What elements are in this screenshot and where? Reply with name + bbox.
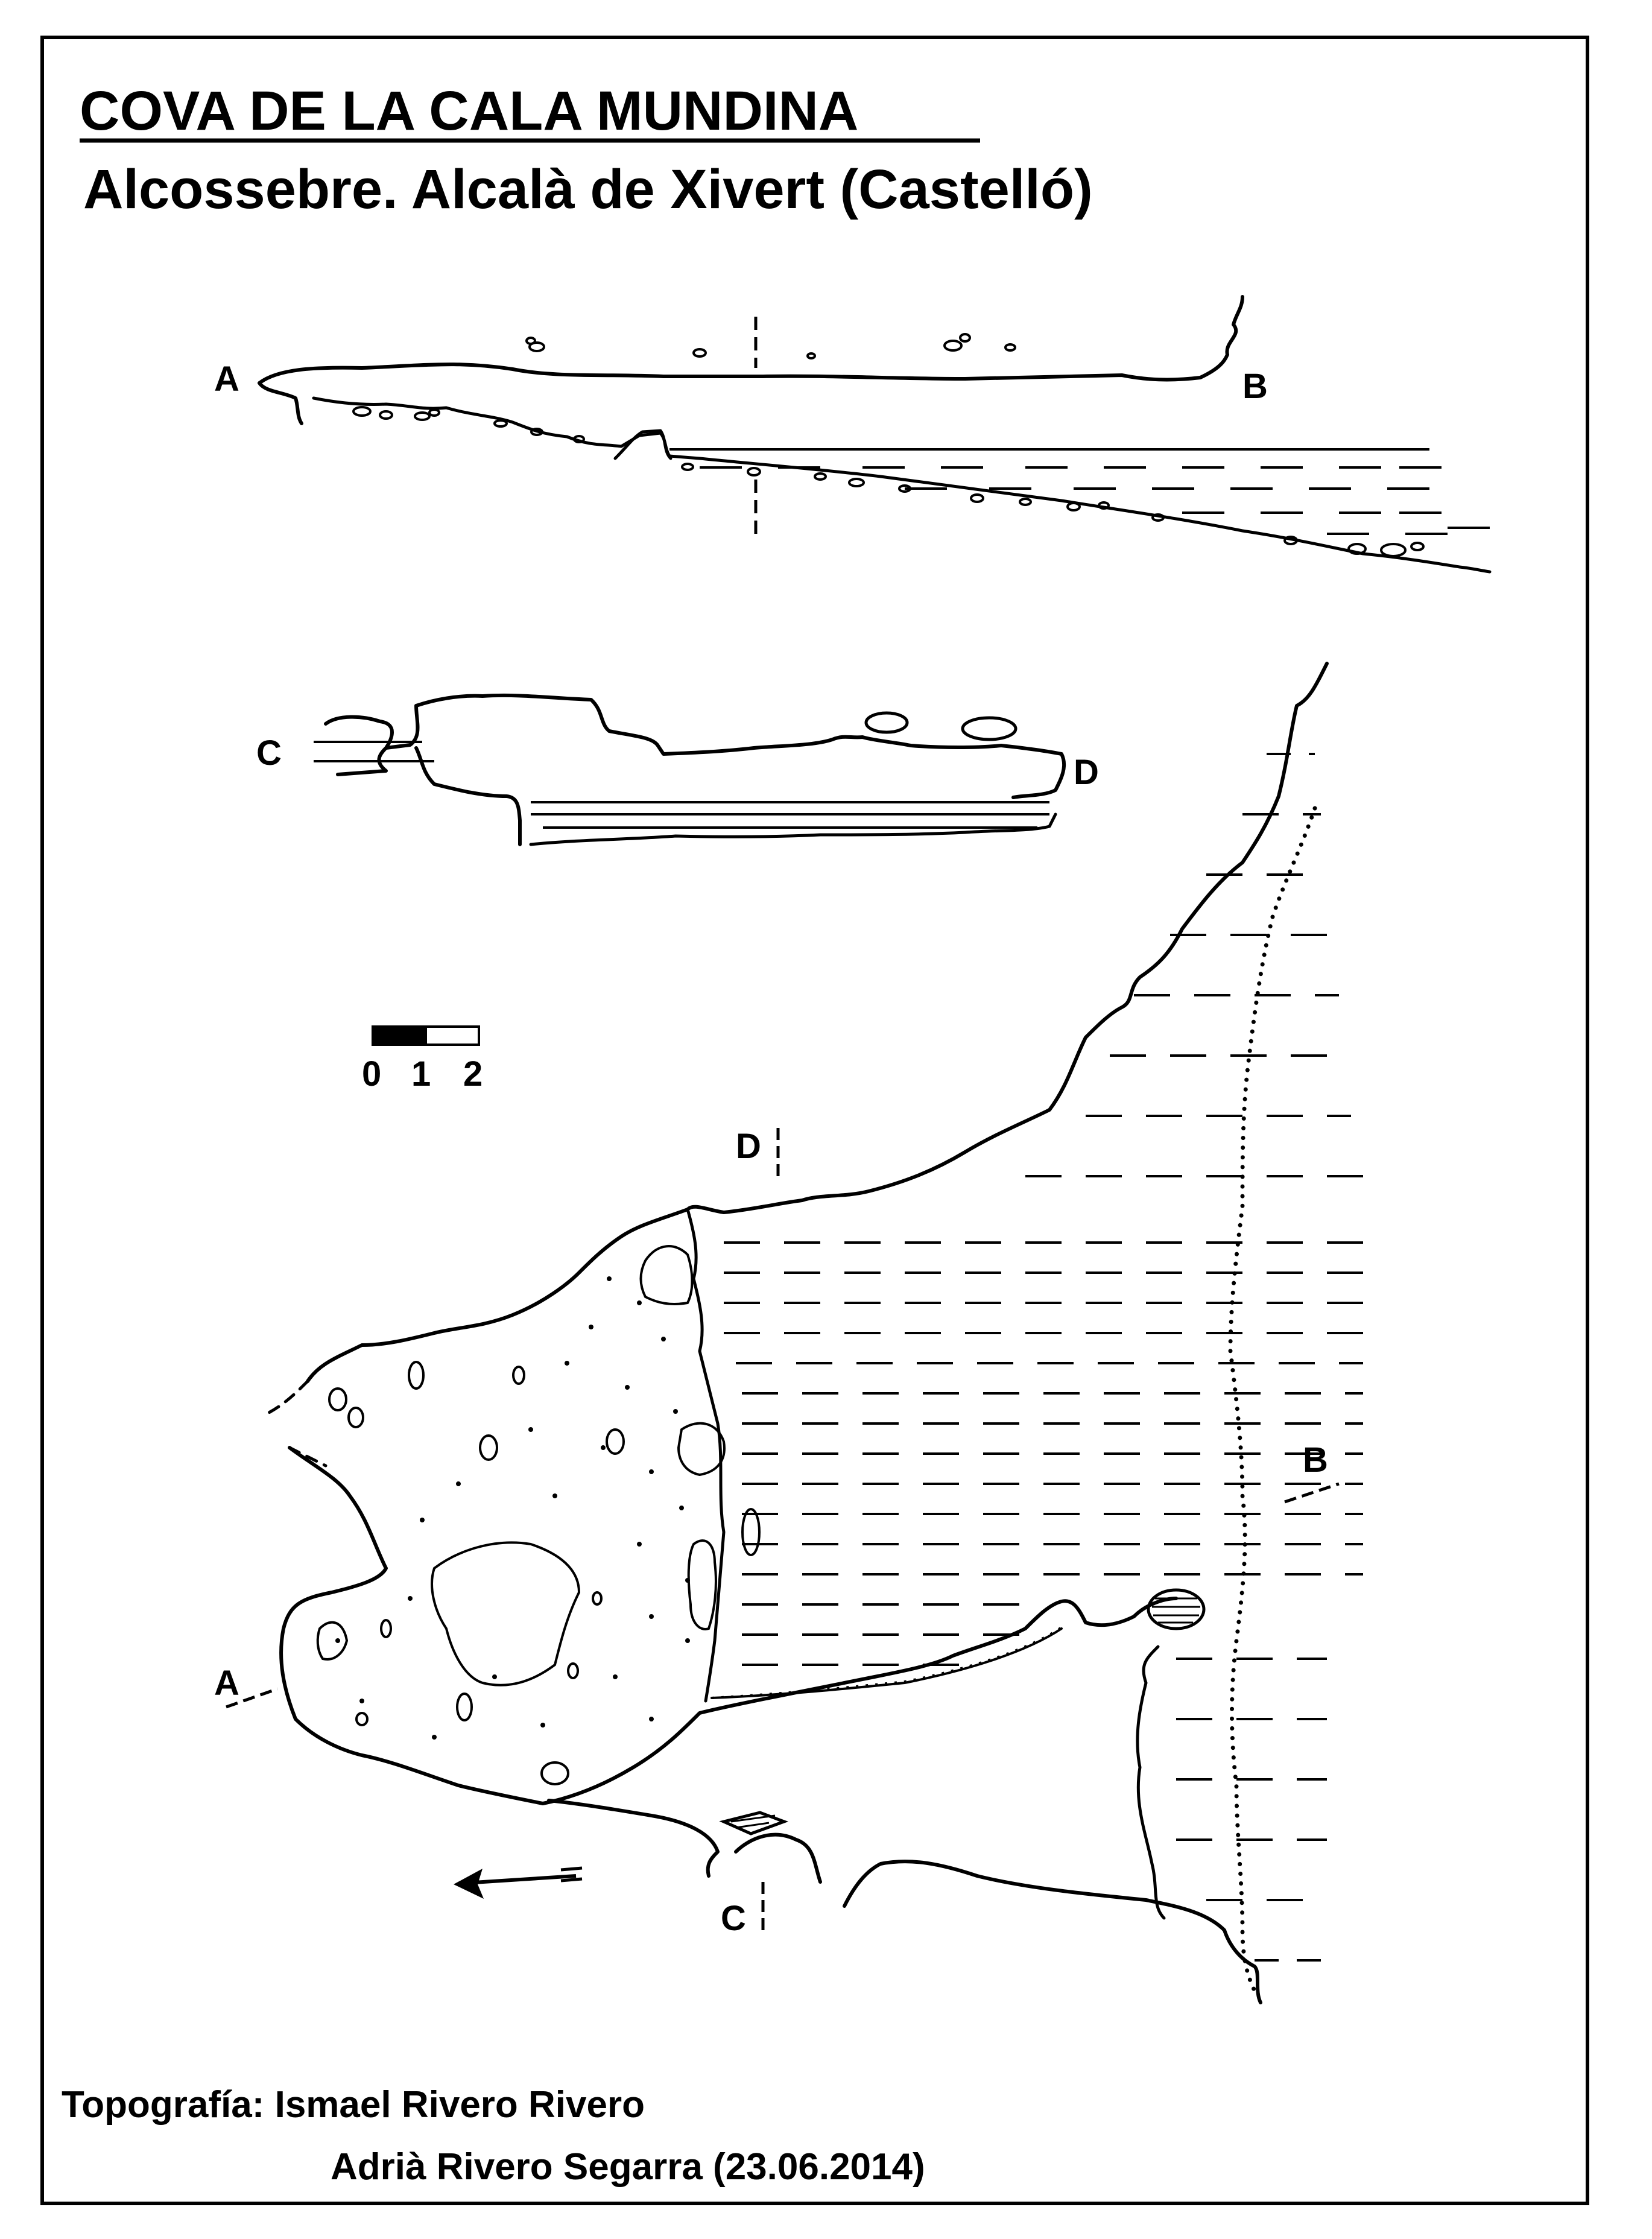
floor-sand-dots xyxy=(335,1276,690,1740)
plan-label-a: A xyxy=(214,1664,239,1703)
boulders xyxy=(316,1245,761,1785)
credits-line-2: Adrià Rivero Segarra (23.06.2014) xyxy=(331,2146,925,2188)
section-mark-a xyxy=(226,1687,278,1709)
map-title: COVA DE LA CALA MUNDINA xyxy=(80,80,858,142)
scale-tick-0: 0 xyxy=(362,1054,381,1094)
profile-cd: C D xyxy=(256,693,1099,846)
hatched-boulders xyxy=(719,1588,1206,1835)
scale-tick-1: 1 xyxy=(411,1054,431,1094)
profile-label-c: C xyxy=(256,733,282,773)
page-frame xyxy=(40,36,1589,2205)
map-subtitle: Alcossebre. Alcalà de Xivert (Castelló) xyxy=(83,159,1093,220)
plan-label-d: D xyxy=(736,1127,761,1166)
profile-label-a: A xyxy=(214,359,239,399)
sea-hatching xyxy=(724,753,1363,1962)
plan-label-b: B xyxy=(1303,1440,1328,1480)
credits-line-1: Topografía: Ismael Rivero Rivero xyxy=(62,2084,645,2126)
north-arrow-icon xyxy=(454,1866,583,1899)
profile-ab: A B xyxy=(214,295,1492,574)
profile-label-d: D xyxy=(1074,753,1099,792)
scale-bar: 0 1 2 xyxy=(362,1025,483,1094)
scale-tick-2: 2 xyxy=(463,1054,483,1094)
profile-label-b: B xyxy=(1242,367,1268,406)
section-mark-b xyxy=(1284,1482,1340,1504)
cave-plan: A B C D xyxy=(214,662,1363,2004)
plan-label-c: C xyxy=(721,1899,746,1938)
